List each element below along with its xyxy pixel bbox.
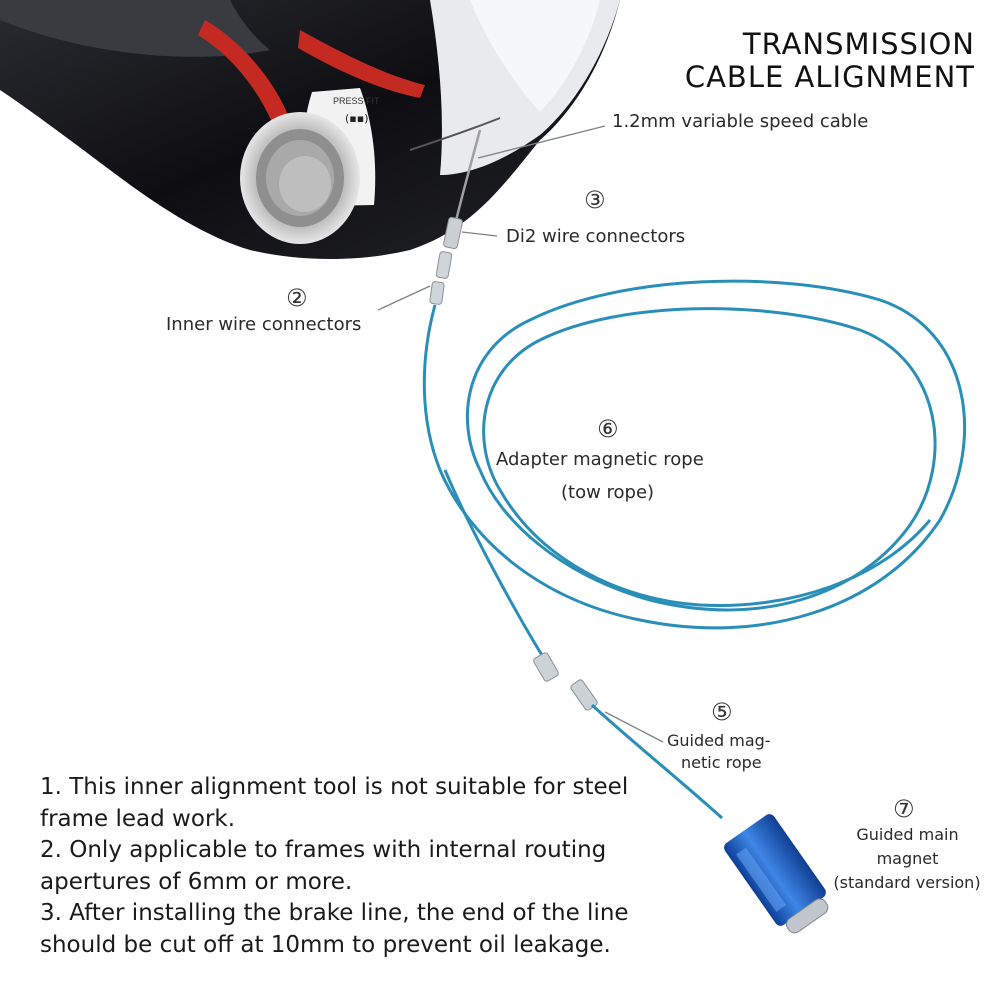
variable-speed-cable bbox=[429, 129, 482, 305]
title-line-1: TRANSMISSION bbox=[742, 27, 975, 61]
note-line: apertures of 6mm or more. bbox=[40, 868, 353, 895]
press-fit-marking: PRESS FIT bbox=[333, 96, 380, 106]
inner-connector-lower bbox=[429, 281, 445, 305]
di2-connector bbox=[443, 216, 463, 250]
di2-number: ③ bbox=[584, 186, 606, 214]
main-magnet-label-line2: magnet bbox=[876, 849, 939, 868]
note-line: 1. This inner alignment tool is not suit… bbox=[40, 774, 629, 800]
adapter-label-line1: Adapter magnetic rope bbox=[496, 449, 704, 470]
adapter-number: ⑥ bbox=[597, 415, 619, 443]
page-title: TRANSMISSION CABLE ALIGNMENT bbox=[685, 28, 975, 94]
bike-frame-image: PRESS FIT (▪▪) bbox=[0, 0, 620, 259]
speed-cable-label: 1.2mm variable speed cable bbox=[612, 111, 869, 132]
note-line: 2. Only applicable to frames with intern… bbox=[40, 837, 607, 863]
main-magnet-number: ⑦ bbox=[893, 795, 915, 823]
main-magnet-label-line3: (standard version) bbox=[833, 873, 981, 892]
main-magnet bbox=[724, 814, 829, 934]
di2-label: Di2 wire connectors bbox=[506, 226, 686, 247]
adapter-magnetic-rope bbox=[422, 279, 966, 661]
note-line: 3. After installing the brake line, the … bbox=[40, 900, 629, 926]
inner-number: ② bbox=[286, 284, 308, 312]
guided-rope-number: ⑤ bbox=[711, 698, 733, 726]
guided-rope-label-line2: netic rope bbox=[681, 753, 762, 772]
leader-lines bbox=[377, 125, 664, 743]
main-magnet-label-line1: Guided main bbox=[856, 825, 959, 844]
inner-label: Inner wire connectors bbox=[166, 314, 362, 335]
adapter-label-line2: (tow rope) bbox=[561, 482, 655, 503]
usage-notes: 1. This inner alignment tool is not suit… bbox=[40, 772, 680, 961]
title-line-2: CABLE ALIGNMENT bbox=[684, 60, 975, 94]
note-line: should be cut off at 10mm to prevent oil… bbox=[40, 931, 611, 958]
note-line: frame lead work. bbox=[40, 805, 236, 832]
guided-rope-label-line1: Guided mag- bbox=[667, 731, 771, 750]
inner-connector-upper bbox=[435, 251, 453, 279]
press-fit-icon: (▪▪) bbox=[345, 112, 369, 125]
guided-magnetic-rope bbox=[533, 652, 724, 820]
rope-connector-upper bbox=[533, 652, 559, 682]
